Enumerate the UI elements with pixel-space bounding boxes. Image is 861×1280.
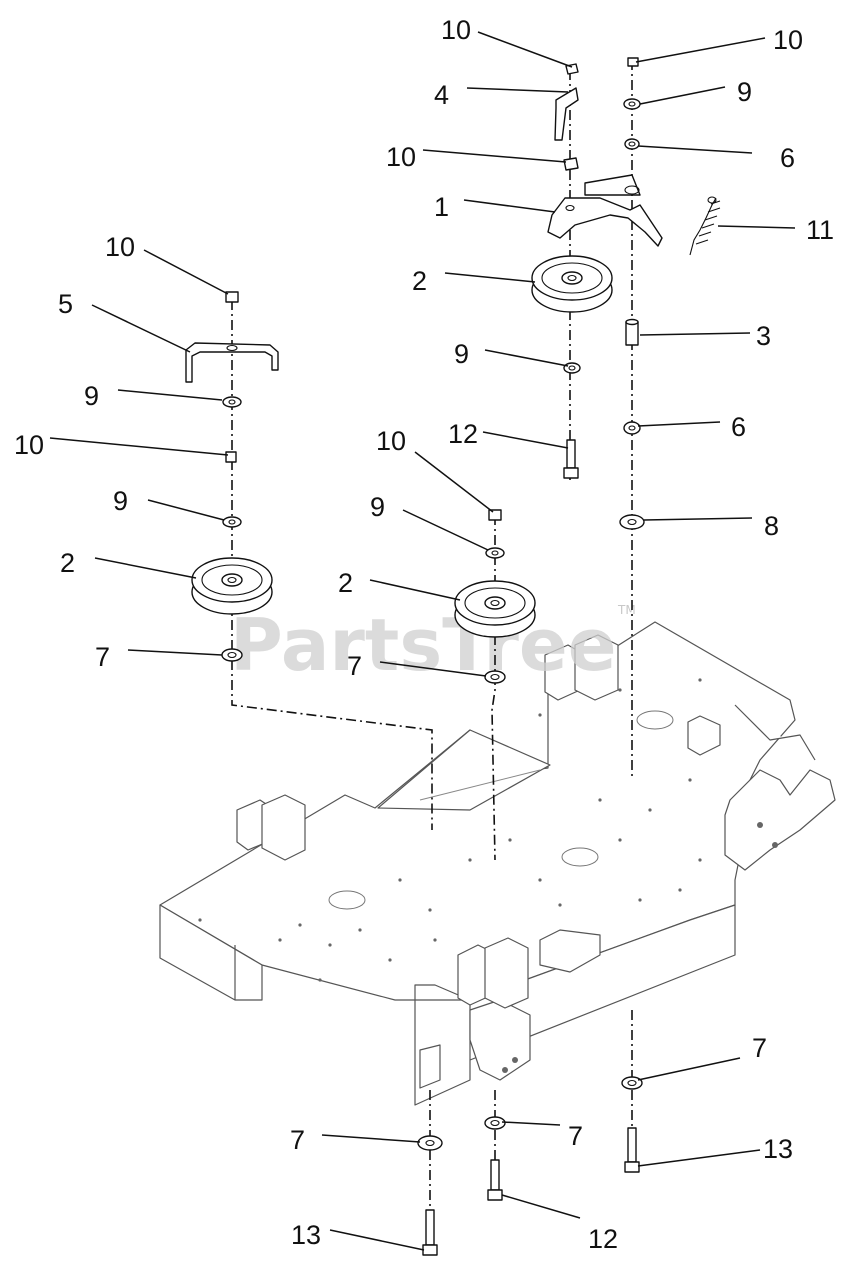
callout-labels: 10 4 10 1 2 9 12 10 9 6 11 3 6 8 10 5 9 … (14, 15, 834, 1254)
axis-left (231, 300, 433, 830)
bolts (422, 439, 640, 1256)
spring (689, 196, 721, 256)
callout-2-left: 2 (60, 548, 75, 578)
callout-13-right: 13 (763, 1134, 793, 1164)
callout-4: 4 (434, 80, 449, 110)
watermark-tm: TM (617, 603, 636, 617)
callout-11: 11 (806, 215, 834, 245)
callout-10-top-right: 10 (773, 25, 803, 55)
callout-12-lower: 12 (588, 1224, 618, 1254)
watermark: PartsTree (230, 603, 617, 687)
callout-10-left-mid: 10 (14, 430, 44, 460)
handle-bracket (185, 342, 279, 383)
callout-2-upper: 2 (412, 266, 427, 296)
callout-9-left-upper: 9 (84, 381, 99, 411)
pulley-middle (454, 580, 536, 638)
deck-plate (159, 621, 836, 1106)
callout-2-middle: 2 (338, 568, 353, 598)
callout-7-middle: 7 (347, 651, 362, 681)
callout-8: 8 (764, 511, 779, 541)
washers (221, 98, 645, 1151)
callout-13-left: 13 (291, 1220, 321, 1250)
callout-7-left: 7 (95, 642, 110, 672)
pulley-left (191, 557, 273, 615)
callout-12-upper: 12 (448, 419, 478, 449)
callout-1: 1 (434, 192, 449, 222)
callout-9-middle: 9 (370, 492, 385, 522)
callout-10-left-top: 10 (105, 232, 135, 262)
callout-6-upper: 6 (780, 143, 795, 173)
callout-5: 5 (58, 289, 73, 319)
callout-10-upper: 10 (386, 142, 416, 172)
callout-9-left-lower: 9 (113, 486, 128, 516)
spacer (625, 318, 639, 346)
pulley-upper (531, 255, 613, 313)
callout-3: 3 (756, 321, 771, 351)
callout-7-lower-right: 7 (752, 1033, 767, 1063)
callout-9-upper: 9 (454, 339, 469, 369)
callout-7-lower-middle: 7 (568, 1121, 583, 1151)
leader-lines (49, 31, 796, 1251)
idler-arm (547, 174, 663, 247)
callout-6-lower: 6 (731, 412, 746, 442)
callout-7-lower-left: 7 (290, 1125, 305, 1155)
callout-9-right: 9 (737, 77, 752, 107)
rod-bracket (554, 87, 579, 141)
callout-10-middle: 10 (376, 426, 406, 456)
callout-10-top-center: 10 (441, 15, 471, 45)
